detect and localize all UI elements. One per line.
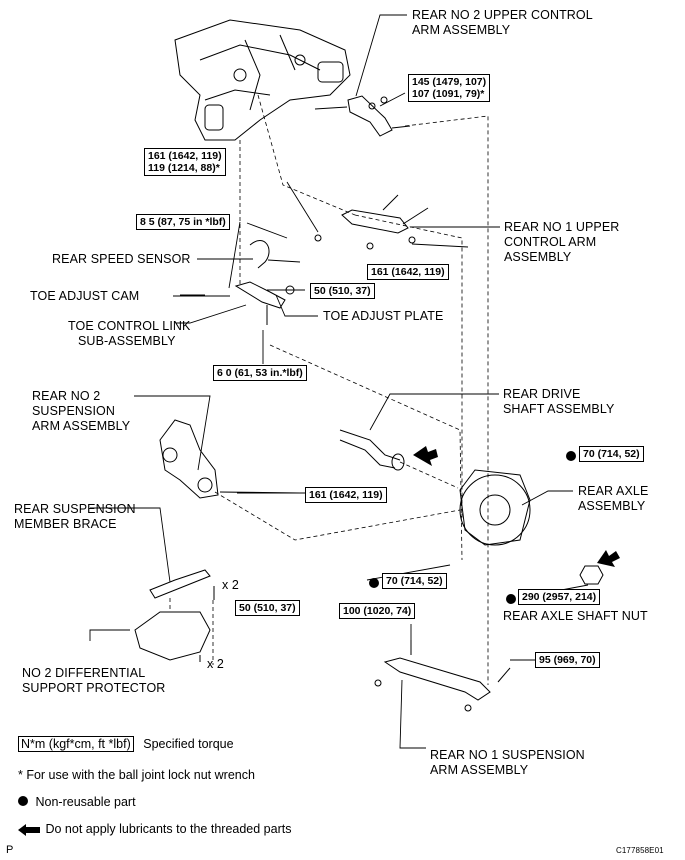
label-x2-b: x 2 bbox=[207, 657, 224, 671]
label-axle-shaft-nut: REAR AXLE SHAFT NUT bbox=[503, 609, 648, 623]
protector-drawing bbox=[134, 611, 211, 662]
member-brace-drawing bbox=[149, 569, 215, 600]
arrow-icon-axle-nut bbox=[597, 550, 620, 567]
torque-upper-arm-1-outer: 161 (1642, 119) bbox=[367, 264, 449, 280]
figure-code: C177858E01 bbox=[616, 846, 664, 855]
torque-speed-sensor: 8 5 (87, 75 in *lbf) bbox=[136, 214, 230, 230]
nonreusable-dot-icon bbox=[369, 575, 379, 593]
arrow-icon-drive-shaft bbox=[413, 446, 438, 466]
no-lube-arrows bbox=[413, 446, 620, 567]
torque-toe-plate: 50 (510, 37) bbox=[310, 283, 375, 299]
label-x2-a: x 2 bbox=[222, 578, 239, 592]
toe-link-drawing bbox=[180, 239, 301, 325]
torque-suspension-arm-2: 161 (1642, 119) bbox=[305, 487, 387, 503]
torque-axle-lower: 70 (714, 52) bbox=[382, 573, 447, 589]
torque-axle-nut: 290 (2957, 214) bbox=[518, 589, 601, 605]
axle-nut-drawing bbox=[579, 565, 604, 585]
dashed-lines bbox=[169, 94, 489, 685]
nonreusable-dot-icon bbox=[18, 796, 28, 806]
label-toe-adjust-plate: TOE ADJUST PLATE bbox=[323, 309, 444, 323]
torque-upper-arm-1-inner: 161 (1642, 119)119 (1214, 88)* bbox=[144, 148, 226, 176]
suspension-arm-1-drawing bbox=[374, 640, 511, 712]
torque-axle-upper: 70 (714, 52) bbox=[579, 446, 644, 462]
torque-brace: 50 (510, 37) bbox=[235, 600, 300, 616]
legend-unit-text: Specified torque bbox=[143, 737, 234, 751]
upper-arm-2-drawing bbox=[314, 95, 411, 137]
torque-suspension-arm-1-outer: 95 (969, 70) bbox=[535, 652, 600, 668]
drive-shaft-drawing bbox=[339, 429, 405, 471]
legend-no-lube: Do not apply lubricants to the threaded … bbox=[18, 822, 291, 837]
corner-letter: P bbox=[6, 844, 14, 856]
nonreusable-dot-icon bbox=[506, 591, 516, 609]
leader-lines bbox=[89, 14, 589, 749]
suspension-member-drawing bbox=[174, 19, 351, 141]
legend-unit: N*m (kgf*cm, ft *lbf) Specified torque bbox=[18, 736, 234, 752]
suspension-arm-2-drawing bbox=[159, 419, 301, 499]
upper-arm-1-drawing bbox=[314, 194, 429, 250]
nonreusable-dot-icon bbox=[566, 448, 576, 466]
label-speed-sensor: REAR SPEED SENSOR bbox=[52, 252, 191, 266]
legend-footnote: * For use with the ball joint lock nut w… bbox=[18, 768, 255, 782]
torque-suspension-arm-1-inner: 100 (1020, 74) bbox=[339, 603, 416, 619]
legend-nonreusable: Non-reusable part bbox=[18, 795, 136, 810]
torque-toe-link: 6 0 (61, 53 in.*lbf) bbox=[213, 365, 307, 381]
arrow-left-icon bbox=[18, 823, 40, 836]
axle-drawing bbox=[459, 469, 531, 546]
legend-unit-box: N*m (kgf*cm, ft *lbf) bbox=[18, 736, 134, 752]
torque-upper-arm-2: 145 (1479, 107)107 (1091, 79)* bbox=[408, 74, 491, 102]
label-toe-adjust-cam: TOE ADJUST CAM bbox=[30, 289, 140, 303]
